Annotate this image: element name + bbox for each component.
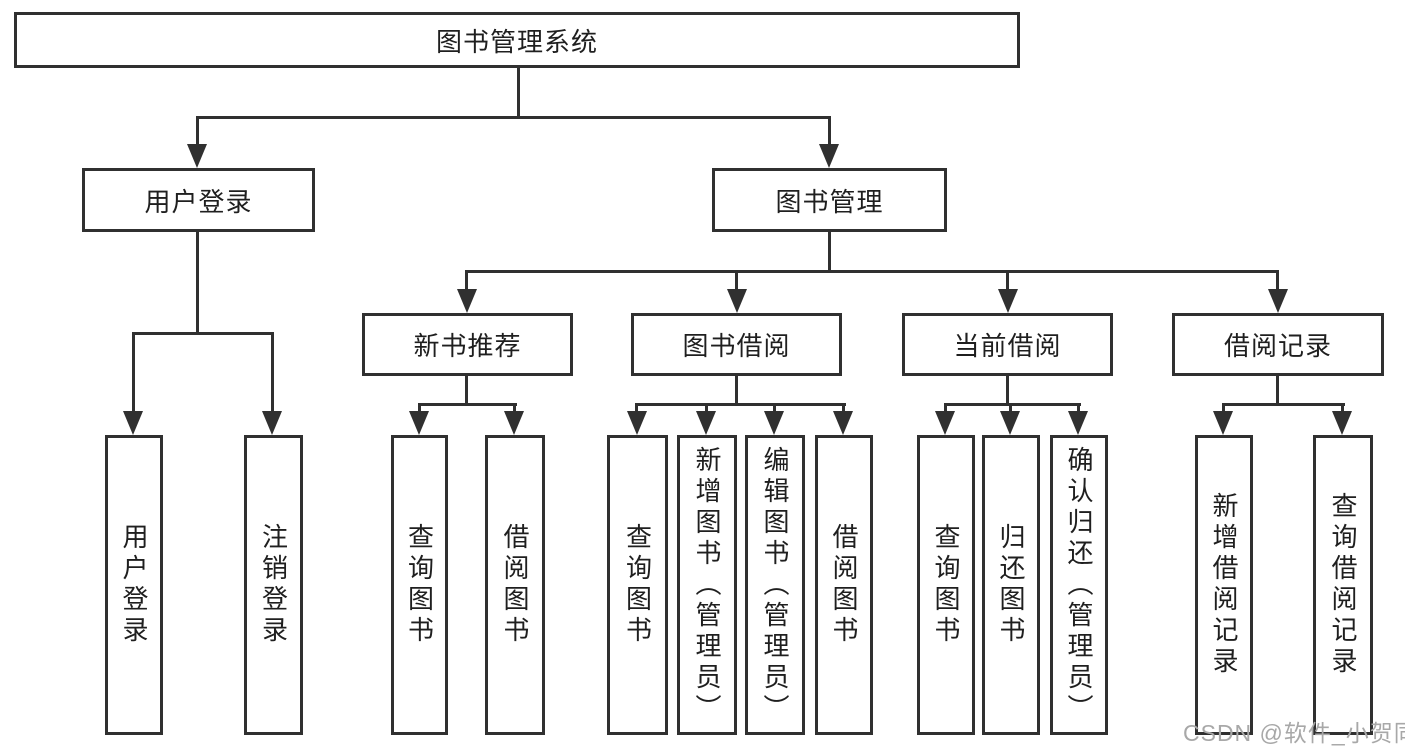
- connector-book-mgmt-hline: [465, 270, 1279, 273]
- connector-book-borrow-hline: [635, 403, 846, 406]
- arrowhead-down-icon: [1213, 411, 1233, 435]
- leaf-return-book: 归还图书: [982, 435, 1040, 735]
- leaf-label: 编辑图书（管理员）: [760, 445, 790, 725]
- node-book-borrowing: 图书借阅: [631, 313, 842, 376]
- connector-borrow-record-hline: [1222, 403, 1345, 406]
- leaf-label: 新增图书（管理员）: [692, 445, 722, 725]
- leaf-query-book-under-recommendation: 查询图书: [391, 435, 448, 735]
- connector-drop-query-book-borrow: [635, 403, 638, 414]
- node-current-borrowing: 当前借阅: [902, 313, 1113, 376]
- connector-drop-confirm-return: [1077, 403, 1080, 414]
- arrowhead-down-icon: [123, 411, 143, 435]
- node-borrowing-records: 借阅记录: [1172, 313, 1384, 376]
- leaf-label: 查询图书: [622, 523, 653, 647]
- arrowhead-down-icon: [935, 411, 955, 435]
- connector-user-login-stem: [196, 232, 199, 335]
- node-label: 图书管理系统: [435, 26, 598, 57]
- connector-root-drop-user-login: [196, 116, 199, 148]
- arrowhead-down-icon: [504, 411, 524, 435]
- leaf-query-book-under-current: 查询图书: [917, 435, 975, 735]
- connector-current-borrow-stem: [1006, 376, 1009, 406]
- connector-drop-borrow-record: [1276, 270, 1279, 291]
- leaf-borrow-book-under-borrowing: 借阅图书: [815, 435, 873, 735]
- node-label: 图书管理: [775, 186, 884, 217]
- leaf-confirm-return-admin: 确认归还（管理员）: [1050, 435, 1108, 735]
- node-label: 借阅记录: [1223, 331, 1332, 361]
- arrowhead-down-icon: [833, 411, 853, 435]
- arrowhead-down-icon: [1000, 411, 1020, 435]
- arrowhead-down-icon: [1068, 411, 1088, 435]
- connector-drop-leaf-logout: [271, 332, 274, 414]
- arrowhead-down-icon: [409, 411, 429, 435]
- leaf-label: 查询借阅记录: [1328, 492, 1358, 678]
- arrowhead-down-icon: [696, 411, 716, 435]
- connector-drop-query-borrow-record: [1341, 403, 1344, 414]
- csdn-watermark: CSDN @软件_小贺同学: [1183, 720, 1405, 746]
- connector-drop-return-book: [1009, 403, 1012, 414]
- arrowhead-down-icon: [1268, 289, 1288, 313]
- connector-drop-borrow-book-borrow: [842, 403, 845, 414]
- connector-drop-add-borrow-record: [1222, 403, 1225, 414]
- leaf-label: 注销登录: [258, 523, 289, 647]
- connector-borrow-record-stem: [1276, 376, 1279, 406]
- node-new-book-recommendation: 新书推荐: [362, 313, 573, 376]
- node-book-management: 图书管理: [712, 168, 947, 232]
- leaf-label: 查询图书: [404, 523, 435, 647]
- leaf-label: 归还图书: [996, 523, 1026, 647]
- connector-drop-borrow-book-rec: [513, 403, 516, 414]
- arrowhead-down-icon: [998, 289, 1018, 313]
- node-label: 当前借阅: [953, 331, 1062, 361]
- arrowhead-down-icon: [727, 289, 747, 313]
- leaf-label: 新增借阅记录: [1209, 492, 1239, 678]
- leaf-user-login: 用户登录: [105, 435, 163, 735]
- arrowhead-down-icon: [187, 144, 207, 168]
- connector-new-book-rec-stem: [465, 376, 468, 406]
- leaf-label: 借阅图书: [500, 523, 530, 647]
- connector-drop-leaf-user-login: [132, 332, 135, 414]
- leaf-label: 用户登录: [119, 523, 149, 647]
- connector-current-borrow-hline: [944, 403, 1081, 406]
- connector-drop-new-book-rec: [465, 270, 468, 291]
- connector-book-mgmt-stem: [828, 232, 831, 273]
- connector-drop-query-book-rec: [418, 403, 421, 414]
- connector-drop-edit-book-admin: [773, 403, 776, 414]
- node-library-management-system: 图书管理系统: [14, 12, 1020, 68]
- connector-drop-query-book-current: [944, 403, 947, 414]
- leaf-add-book-admin: 新增图书（管理员）: [677, 435, 737, 735]
- arrowhead-down-icon: [262, 411, 282, 435]
- connector-new-book-rec-hline: [418, 403, 517, 406]
- connector-root-stem: [517, 68, 520, 119]
- leaf-query-book-under-borrowing: 查询图书: [607, 435, 668, 735]
- arrowhead-down-icon: [457, 289, 477, 313]
- connector-drop-book-borrow: [735, 270, 738, 291]
- arrowhead-down-icon: [764, 411, 784, 435]
- leaf-query-borrow-record: 查询借阅记录: [1313, 435, 1373, 735]
- connector-user-login-hline: [132, 332, 274, 335]
- leaf-label: 借阅图书: [829, 523, 859, 647]
- node-user-login: 用户登录: [82, 168, 315, 232]
- leaf-label: 查询图书: [931, 523, 961, 647]
- arrowhead-down-icon: [1332, 411, 1352, 435]
- connector-drop-add-book-admin: [705, 403, 708, 414]
- leaf-add-borrow-record: 新增借阅记录: [1195, 435, 1253, 735]
- connector-root-hline: [196, 116, 831, 119]
- leaf-logout: 注销登录: [244, 435, 303, 735]
- connector-drop-current-borrow: [1006, 270, 1009, 291]
- node-label: 新书推荐: [413, 331, 522, 361]
- arrowhead-down-icon: [819, 144, 839, 168]
- arrowhead-down-icon: [627, 411, 647, 435]
- leaf-borrow-book-under-recommendation: 借阅图书: [485, 435, 545, 735]
- leaf-edit-book-admin: 编辑图书（管理员）: [745, 435, 805, 735]
- connector-book-borrow-stem: [735, 376, 738, 406]
- node-label: 用户登录: [144, 186, 253, 217]
- leaf-label: 确认归还（管理员）: [1064, 445, 1094, 725]
- connector-root-drop-book-mgmt: [828, 116, 831, 148]
- node-label: 图书借阅: [682, 331, 791, 361]
